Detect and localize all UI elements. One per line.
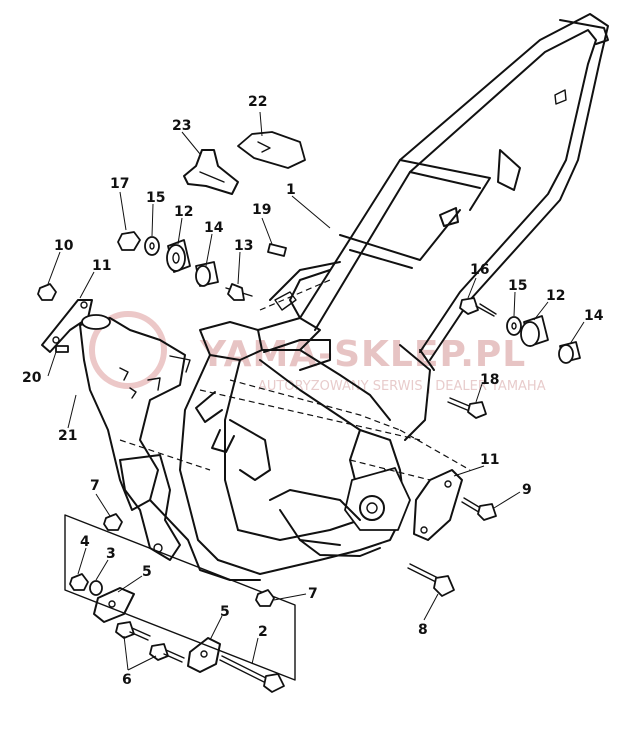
callout-1: 1 bbox=[286, 182, 296, 198]
part-2-bolt bbox=[219, 655, 285, 693]
part-17-nut bbox=[117, 231, 141, 251]
callout-19: 19 bbox=[252, 202, 271, 218]
part-8-bolt bbox=[407, 563, 455, 597]
callout-22: 22 bbox=[248, 94, 267, 110]
part-18-bolt bbox=[447, 397, 487, 419]
part-7-nut-lower bbox=[255, 589, 275, 607]
lower-front-mount bbox=[119, 454, 261, 581]
callout-4: 4 bbox=[80, 534, 90, 550]
part-15-washer-left bbox=[144, 236, 160, 256]
callout-21: 21 bbox=[58, 428, 77, 444]
part-19-pin bbox=[267, 243, 287, 257]
callout-5-left: 5 bbox=[142, 564, 152, 580]
callout-11-left: 11 bbox=[92, 258, 111, 274]
part-6-bolts bbox=[115, 621, 185, 663]
engine-mount-plate bbox=[55, 314, 191, 511]
part-13-bolt bbox=[225, 283, 253, 301]
callout-3: 3 bbox=[106, 546, 116, 562]
watermark-text: YAMA-SKLEP.PL bbox=[199, 334, 526, 375]
leader-lines bbox=[47, 111, 585, 671]
part-4-nut bbox=[69, 573, 89, 591]
callout-7-upper: 7 bbox=[90, 478, 100, 494]
callout-8: 8 bbox=[418, 622, 428, 638]
part-9-bolt bbox=[461, 497, 497, 521]
callout-11-right: 11 bbox=[480, 452, 499, 468]
callout-20: 20 bbox=[22, 370, 42, 386]
part-12-collar-left bbox=[166, 239, 191, 273]
part-14-bushing-right bbox=[558, 341, 581, 364]
part-5-bracket-right bbox=[187, 637, 221, 673]
callout-14-left: 14 bbox=[204, 220, 224, 236]
callout-5-right: 5 bbox=[220, 604, 230, 620]
part-16-bolt bbox=[459, 297, 497, 317]
part-12-collar-right bbox=[520, 315, 549, 347]
callout-9: 9 bbox=[522, 482, 532, 498]
part-7-nut-upper bbox=[103, 513, 123, 531]
part-15-washer-right bbox=[506, 316, 522, 336]
callout-15-left: 15 bbox=[146, 190, 165, 206]
callout-18: 18 bbox=[480, 372, 499, 388]
callout-6: 6 bbox=[122, 672, 132, 688]
watermark: YAMA-SKLEP.PL AUTORYZOWANY SERWIS | DEAL… bbox=[89, 311, 546, 394]
callout-12-right: 12 bbox=[546, 288, 565, 304]
assembly-lines bbox=[119, 279, 471, 481]
lower-bracket-panel bbox=[64, 514, 296, 681]
part-23-bracket bbox=[183, 149, 239, 195]
part-3-washer bbox=[89, 580, 103, 596]
callout-7-lower: 7 bbox=[308, 586, 318, 602]
callout-13: 13 bbox=[234, 238, 253, 254]
engine-bracket-upper bbox=[41, 299, 93, 353]
part-11-bracket-right bbox=[413, 469, 463, 541]
main-frame bbox=[179, 13, 609, 575]
callout-23: 23 bbox=[172, 118, 191, 134]
watermark-subtext: AUTORYZOWANY SERWIS | DEALER YAMAHA bbox=[258, 379, 546, 394]
part-14-bushing-left bbox=[195, 261, 219, 287]
callout-10: 10 bbox=[54, 238, 74, 254]
part-5-bracket-left bbox=[93, 587, 135, 623]
watermark-logo bbox=[89, 311, 167, 389]
callout-15-right: 15 bbox=[508, 278, 527, 294]
callout-17: 17 bbox=[110, 176, 129, 192]
part-22-cover bbox=[237, 131, 306, 169]
callout-2: 2 bbox=[258, 624, 268, 640]
part-10-nut bbox=[37, 283, 57, 301]
callout-12-left: 12 bbox=[174, 204, 193, 220]
callout-labels: 1 22 23 17 15 12 14 13 19 10 11 20 21 16… bbox=[22, 94, 604, 688]
callout-14-right: 14 bbox=[584, 308, 604, 324]
callout-16: 16 bbox=[470, 262, 489, 278]
